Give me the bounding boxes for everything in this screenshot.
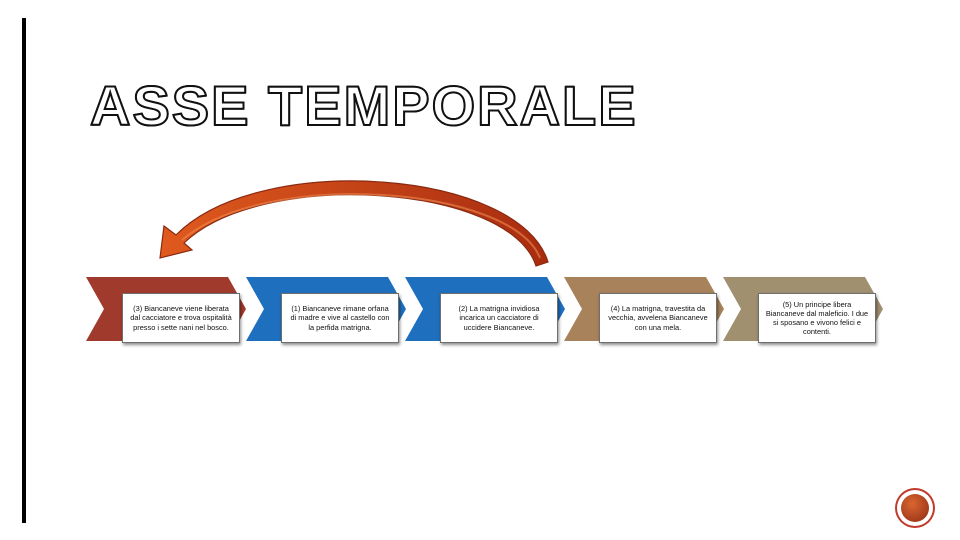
- step-card-5: (5) Un principe libera Biancaneve dal ma…: [758, 293, 876, 343]
- curved-arrow-highlight: [181, 193, 541, 259]
- step-card-4: (4) La matrigna, travestita da vecchia, …: [599, 293, 717, 343]
- left-rule: [22, 18, 26, 523]
- emblem-center: [901, 494, 929, 522]
- curved-arrow: [159, 180, 549, 267]
- step-card-2: (1) Biancaneve rimane orfana di madre e …: [281, 293, 399, 343]
- step-card-1: (3) Biancaneve viene liberata dal caccia…: [122, 293, 240, 343]
- page-title: ASSE TEMPORALE: [89, 74, 638, 137]
- emblem-icon: [897, 490, 933, 526]
- step-card-3: (2) La matrigna invidiosa incarica un ca…: [440, 293, 558, 343]
